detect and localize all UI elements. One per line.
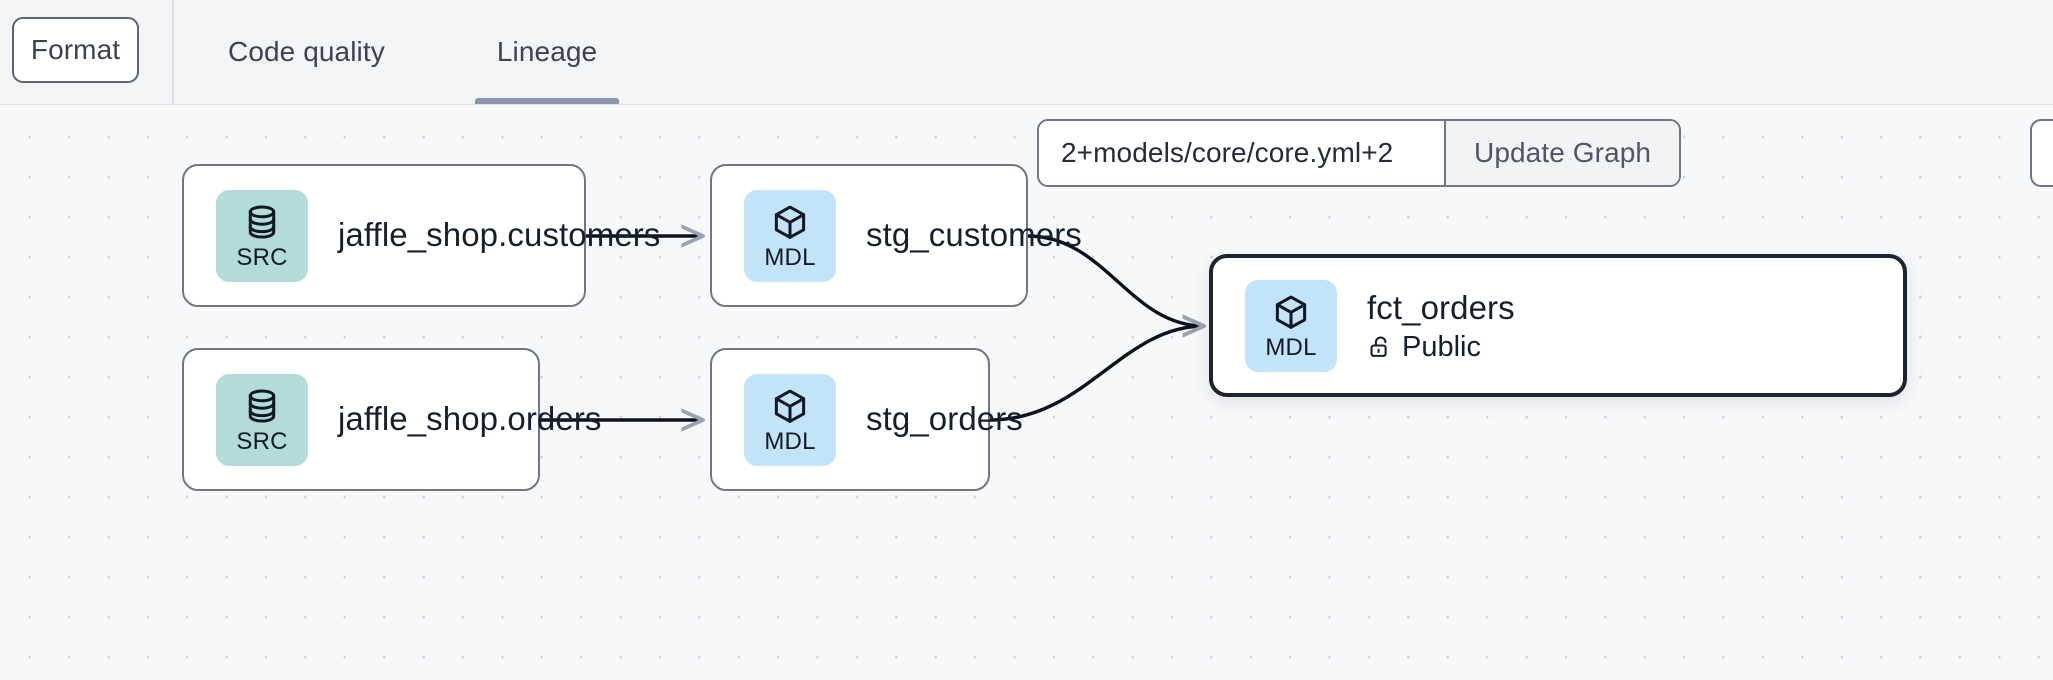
tab-code-quality-label: Code quality: [228, 36, 385, 67]
node-title: jaffle_shop.customers: [338, 216, 661, 254]
node-badge-label: MDL: [1265, 333, 1317, 361]
graph-selector-controls: Update Graph: [1037, 119, 1682, 187]
node-text: stg_customers: [866, 216, 1082, 255]
format-button[interactable]: Format: [12, 17, 139, 83]
node-badge-src: SRC: [216, 373, 308, 466]
graph-overflow-control[interactable]: [2030, 119, 2053, 187]
node-text: jaffle_shop.customers: [338, 216, 661, 255]
tab-code-quality[interactable]: Code quality: [172, 0, 441, 104]
node-badge-label: MDL: [764, 427, 816, 455]
editor-toolbar: Format Code quality Lineage: [0, 0, 2053, 105]
tab-lineage-label: Lineage: [496, 36, 598, 67]
node-badge-mdl: MDL: [1245, 279, 1337, 372]
update-graph-button[interactable]: Update Graph: [1444, 121, 1680, 185]
node-text: stg_orders: [866, 400, 1023, 439]
lineage-node-fct-orders[interactable]: MDL fct_orders Public: [1209, 254, 1907, 397]
cube-icon: [774, 205, 806, 239]
node-title: jaffle_shop.orders: [338, 400, 602, 438]
node-text: jaffle_shop.orders: [338, 400, 602, 439]
node-badge-label: SRC: [236, 243, 288, 271]
node-visibility: Public: [1367, 330, 1515, 363]
lineage-node-stg-orders[interactable]: MDL stg_orders: [710, 348, 1023, 491]
dbt-selector-input[interactable]: [1039, 121, 1444, 185]
node-badge-label: SRC: [236, 427, 288, 455]
node-text: fct_orders Public: [1367, 289, 1515, 362]
node-badge-src: SRC: [216, 189, 308, 282]
selector-group: Update Graph: [1037, 119, 1682, 187]
database-icon: [248, 204, 276, 239]
lineage-node-src-customers[interactable]: SRC jaffle_shop.customers: [182, 164, 660, 307]
unlock-icon: [1370, 336, 1387, 358]
database-icon: [248, 388, 276, 423]
node-title: stg_customers: [866, 216, 1082, 254]
node-badge-label: MDL: [764, 243, 816, 271]
node-badge-mdl: MDL: [744, 373, 836, 466]
lineage-node-stg-customers[interactable]: MDL stg_customers: [710, 164, 1082, 307]
node-title: fct_orders: [1367, 289, 1515, 327]
update-graph-label: Update Graph: [1474, 137, 1652, 168]
node-title: stg_orders: [866, 400, 1023, 438]
cube-icon: [1275, 295, 1307, 329]
lineage-canvas[interactable]: SRC jaffle_shop.customers SRC jaffle_sho…: [0, 105, 2053, 680]
tab-lineage[interactable]: Lineage: [441, 0, 653, 104]
node-badge-mdl: MDL: [744, 189, 836, 282]
lineage-node-src-orders[interactable]: SRC jaffle_shop.orders: [182, 348, 601, 491]
format-button-label: Format: [30, 34, 121, 65]
tab-bar: Code quality Lineage: [172, 0, 653, 104]
cube-icon: [774, 389, 806, 423]
node-visibility-label: Public: [1402, 330, 1481, 363]
toolbar-divider: [172, 0, 174, 104]
